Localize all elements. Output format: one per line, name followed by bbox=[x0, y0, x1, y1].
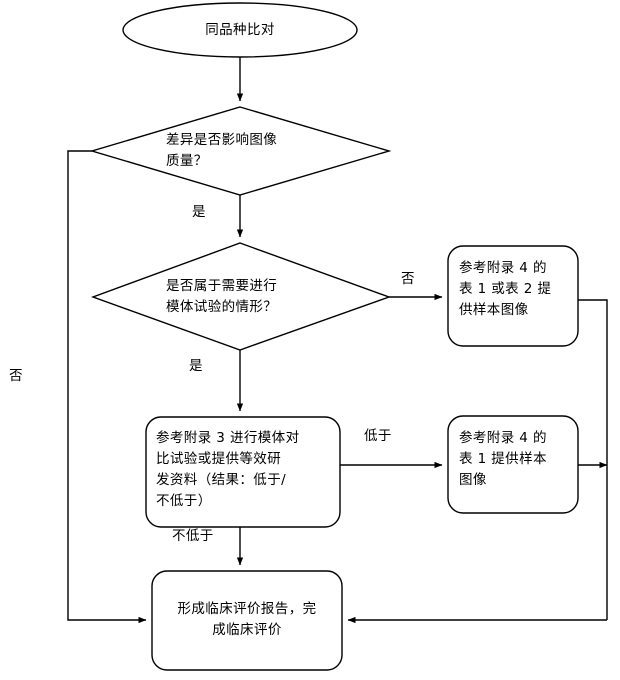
box-appendix4-table1-node[interactable] bbox=[448, 416, 578, 513]
edge-label-result-below: 低于 bbox=[364, 428, 392, 444]
edge-label-quality-yes: 是 bbox=[192, 204, 206, 220]
decision-phantom-test-node[interactable] bbox=[93, 243, 389, 350]
edge-label-phantom-yes: 是 bbox=[189, 358, 203, 374]
box-appendix3-phantom-node[interactable] bbox=[146, 417, 340, 527]
edge-appendix4-table1-or-2-to-rail bbox=[578, 299, 608, 620]
decision-image-quality-node[interactable] bbox=[92, 107, 389, 195]
edge-label-result-not-below: 不低于 bbox=[172, 528, 214, 544]
box-clinical-report-shape bbox=[151, 570, 343, 671]
edge-label-phantom-no: 否 bbox=[401, 271, 415, 287]
start-node[interactable] bbox=[123, 3, 357, 57]
box-clinical-report-node[interactable] bbox=[152, 571, 342, 670]
box-appendix3-phantom-shape bbox=[145, 416, 341, 528]
box-appendix4-table1-or-2-node[interactable] bbox=[448, 246, 578, 346]
edge-quality-no-to-report bbox=[67, 150, 147, 624]
edge-label-quality-no: 否 bbox=[9, 368, 23, 384]
box-appendix4-table1-or-2-shape bbox=[447, 245, 579, 347]
